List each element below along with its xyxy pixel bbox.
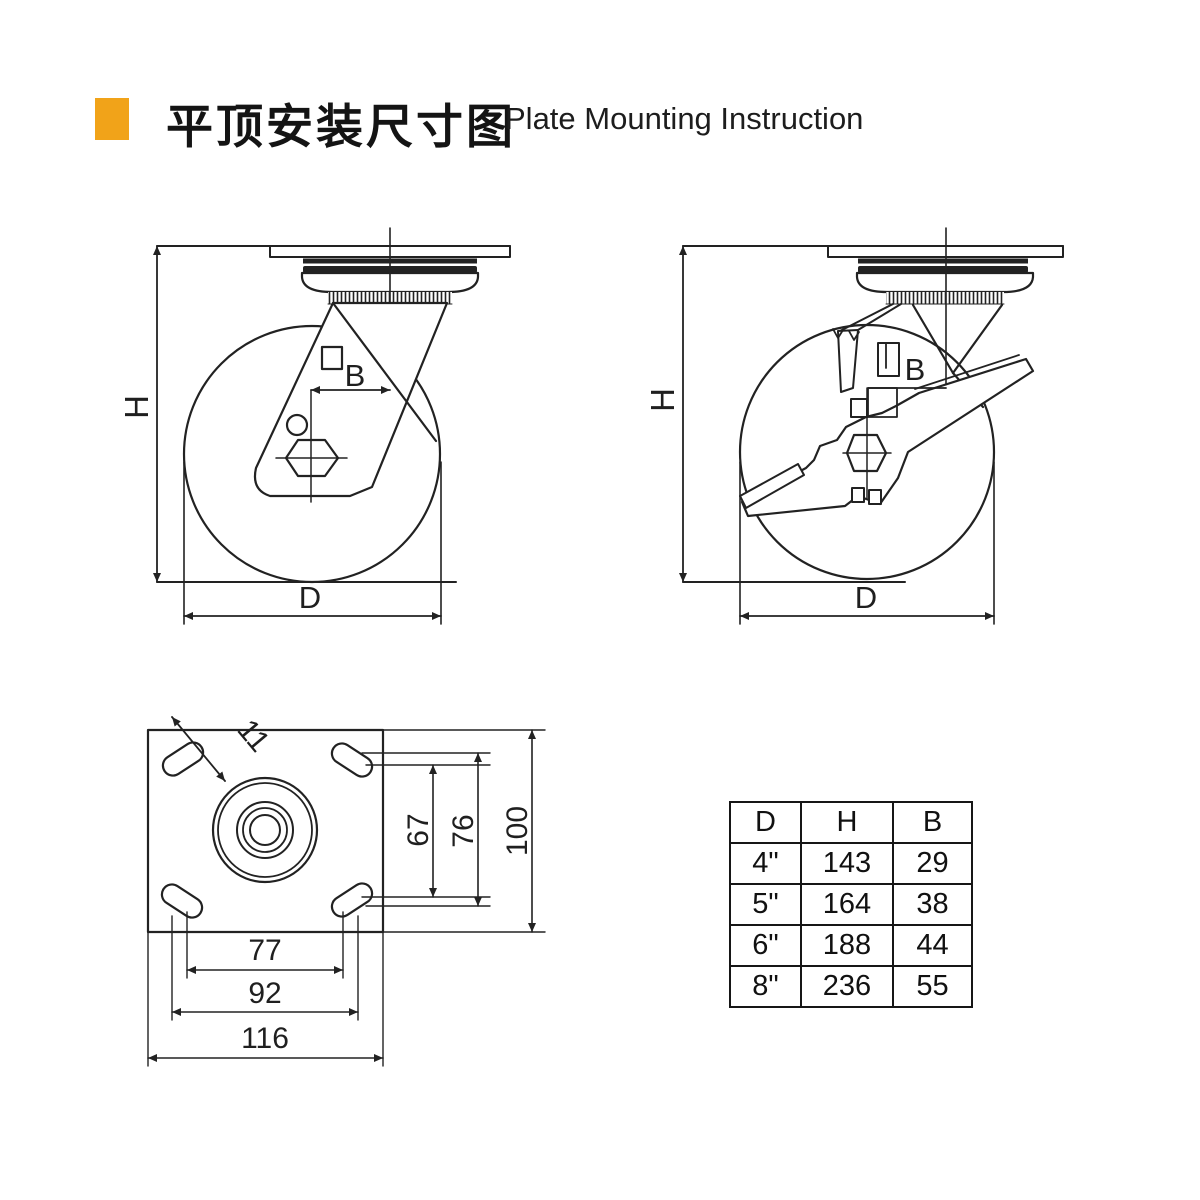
spec-cell: 4" — [729, 842, 802, 885]
fork-round-hole — [285, 413, 309, 437]
bolt-slot-bl — [160, 883, 204, 919]
brake-caster-diagram — [679, 227, 1064, 625]
fork-leg — [837, 329, 859, 393]
spec-cell: 38 — [892, 883, 973, 926]
table-row: 8" 236 55 — [729, 965, 973, 1008]
dim-label-d-swivel: D — [299, 580, 321, 615]
swivel-caster-diagram — [153, 227, 511, 625]
orange-square-bullet-icon — [95, 98, 129, 140]
spec-cell: 29 — [892, 842, 973, 885]
fork-square-hole — [850, 398, 868, 418]
spec-cell: 55 — [892, 965, 973, 1008]
page-header: 平顶安装尺寸图 Plate Mounting Instruction — [0, 0, 1200, 160]
dim-label-d-brake: D — [855, 580, 877, 615]
dim-label-h-brake: H — [644, 388, 681, 412]
brake-lever — [740, 357, 1035, 518]
swivel-fork — [253, 301, 449, 498]
header-cell-d: D — [729, 801, 802, 844]
table-row: 6" 188 44 — [729, 924, 973, 967]
bearing-hatch — [886, 292, 1004, 304]
brake-bracket-tab — [868, 489, 882, 505]
spec-cell: 6" — [729, 924, 802, 967]
dim-label-92: 92 — [248, 977, 281, 1010]
table-row: 5" 164 38 — [729, 883, 973, 926]
spec-cell: 5" — [729, 883, 802, 926]
brake-pedal — [877, 342, 900, 377]
spec-cell: 164 — [800, 883, 894, 926]
kingpin-hole — [249, 814, 281, 846]
dim-label-116: 116 — [241, 1022, 289, 1055]
brake-pad — [739, 463, 805, 509]
size-spec-table: D H B 4" 143 29 5" 164 38 6" 188 44 8" 2… — [729, 801, 973, 1008]
page-title-zh: 平顶安装尺寸图 — [166, 100, 516, 153]
spec-cell: 143 — [800, 842, 894, 885]
spec-cell: 188 — [800, 924, 894, 967]
plate-mounting-diagram — [146, 716, 546, 1067]
bolt-slot-br — [330, 882, 374, 918]
dim-label-77: 77 — [248, 934, 281, 967]
dim-label-h-swivel: H — [118, 395, 155, 419]
dim-label-67: 67 — [402, 813, 435, 846]
spec-cell: 236 — [800, 965, 894, 1008]
table-row: 4" 143 29 — [729, 842, 973, 885]
swivel-race-lower — [858, 266, 1028, 273]
header-cell-b: B — [892, 801, 973, 844]
swivel-housing — [855, 271, 1035, 294]
dim-line-slot — [171, 716, 226, 782]
swivel-race-upper — [858, 258, 1028, 264]
bolt-slot-tr — [330, 742, 374, 778]
bearing-ring — [211, 776, 319, 884]
table-header-row: D H B — [729, 801, 973, 844]
spec-cell: 44 — [892, 924, 973, 967]
fork-square-hole — [320, 345, 344, 371]
page-title-en: Plate Mounting Instruction — [505, 101, 864, 136]
spec-cell: 8" — [729, 965, 802, 1008]
dim-label-b-brake: B — [905, 352, 926, 387]
brake-bracket-tab — [851, 487, 865, 503]
dim-label-100: 100 — [501, 806, 534, 856]
header-cell-h: H — [800, 801, 894, 844]
dim-label-b-swivel: B — [345, 358, 366, 393]
dim-label-76: 76 — [447, 814, 480, 847]
